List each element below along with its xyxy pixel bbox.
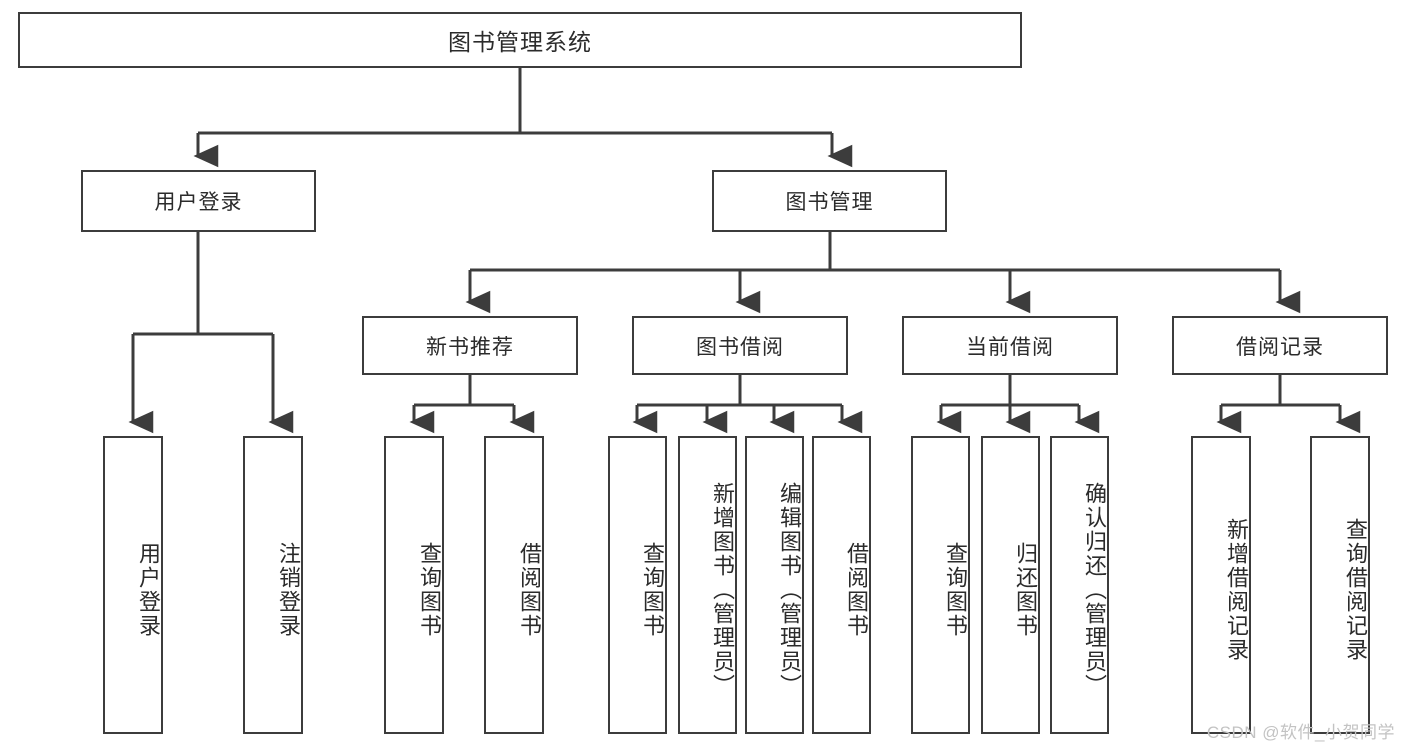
node-new-book-recommend[interactable]: 新书推荐	[362, 316, 578, 375]
leaf-edit-book-label: 编辑图书（管理员）	[777, 482, 802, 698]
leaf-edit-book[interactable]: 编辑图书（管理员）	[745, 436, 804, 734]
leaf-user-login-label: 用户登录	[136, 542, 161, 638]
leaf-user-login[interactable]: 用户登录	[103, 436, 163, 734]
node-book-manage-label: 图书管理	[785, 191, 874, 214]
node-user-login[interactable]: 用户登录	[81, 170, 316, 232]
leaf-add-record[interactable]: 新增借阅记录	[1191, 436, 1251, 734]
leaf-logout-login[interactable]: 注销登录	[243, 436, 303, 734]
leaf-borrow-book-1[interactable]: 借阅图书	[484, 436, 544, 734]
leaf-query-book-1[interactable]: 查询图书	[384, 436, 444, 734]
node-book-manage[interactable]: 图书管理	[712, 170, 947, 232]
node-book-borrow[interactable]: 图书借阅	[632, 316, 848, 375]
node-user-login-label: 用户登录	[154, 191, 243, 214]
csdn-watermark: CSDN @软件_小贺同学	[1206, 723, 1395, 742]
leaf-query-book-2-label: 查询图书	[640, 542, 665, 638]
leaf-borrow-book-2-label: 借阅图书	[844, 542, 869, 638]
node-current-borrow[interactable]: 当前借阅	[902, 316, 1118, 375]
leaf-borrow-book-2[interactable]: 借阅图书	[812, 436, 871, 734]
node-book-borrow-label: 图书借阅	[696, 335, 784, 359]
leaf-return-book-label: 归还图书	[1013, 542, 1038, 638]
leaf-add-record-label: 新增借阅记录	[1224, 518, 1249, 662]
leaf-return-book[interactable]: 归还图书	[981, 436, 1040, 734]
leaf-query-record-label: 查询借阅记录	[1343, 518, 1368, 662]
leaf-query-book-2[interactable]: 查询图书	[608, 436, 667, 734]
leaf-query-record[interactable]: 查询借阅记录	[1310, 436, 1370, 734]
leaf-add-book-label: 新增图书（管理员）	[710, 482, 735, 698]
leaf-confirm-return[interactable]: 确认归还（管理员）	[1050, 436, 1109, 734]
leaf-logout-login-label: 注销登录	[276, 542, 301, 638]
leaf-confirm-return-label: 确认归还（管理员）	[1082, 482, 1107, 698]
node-root-label: 图书管理系统	[448, 29, 592, 55]
node-root[interactable]: 图书管理系统	[18, 12, 1022, 68]
node-new-book-recommend-label: 新书推荐	[426, 335, 514, 359]
leaf-query-book-3[interactable]: 查询图书	[911, 436, 970, 734]
node-borrow-record[interactable]: 借阅记录	[1172, 316, 1388, 375]
leaf-query-book-3-label: 查询图书	[943, 542, 968, 638]
leaf-query-book-1-label: 查询图书	[417, 542, 442, 638]
node-current-borrow-label: 当前借阅	[966, 335, 1054, 359]
leaf-borrow-book-1-label: 借阅图书	[517, 542, 542, 638]
node-borrow-record-label: 借阅记录	[1236, 335, 1324, 359]
leaf-add-book[interactable]: 新增图书（管理员）	[678, 436, 737, 734]
